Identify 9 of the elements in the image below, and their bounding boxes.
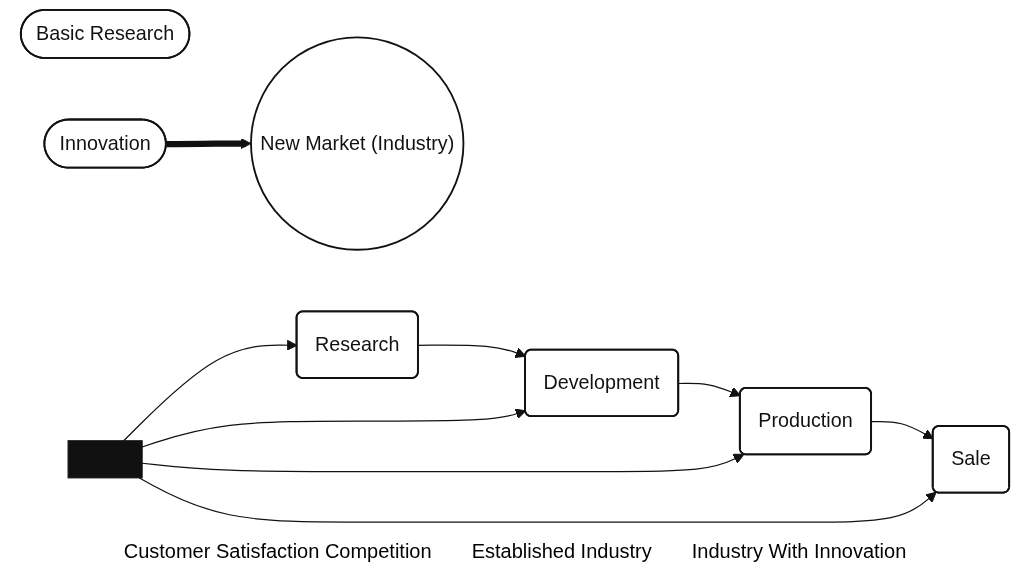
node-bar: [67, 440, 143, 479]
arrow: [138, 477, 937, 523]
note-text: Established Industry: [471, 540, 652, 563]
arrow: [678, 382, 741, 398]
node-circle: New Market (Industry): [250, 36, 465, 251]
arrow: [417, 344, 527, 358]
arrow: [166, 138, 252, 149]
note-text: Industry With Innovation: [691, 540, 907, 563]
note-text: Customer Satisfaction Competition: [123, 540, 432, 563]
